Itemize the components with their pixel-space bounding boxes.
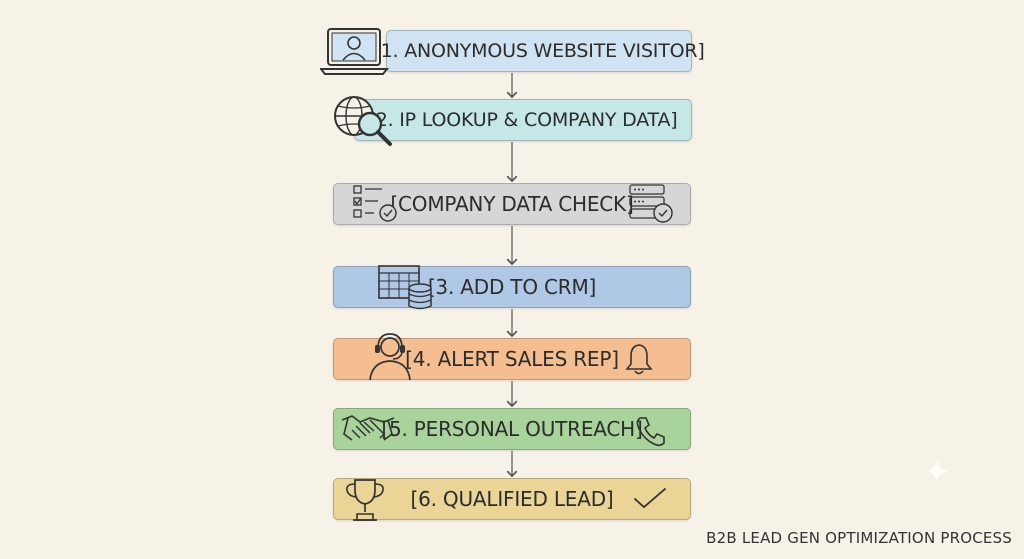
step-anonymous-visitor: [1. ANONYMOUS WEBSITE VISITOR] xyxy=(373,30,705,72)
server-check-icon xyxy=(629,184,673,223)
step-ip-lookup: [2. IP LOOKUP & COMPANY DATA] xyxy=(354,99,692,141)
step-alert-sales-rep: [4. ALERT SALES REP] xyxy=(333,338,691,380)
laptop-user-icon xyxy=(320,28,390,75)
diagram-footer-title: B2B LEAD GEN OPTIMIZATION PROCESS xyxy=(706,529,1012,547)
step-company-data-check: [COMPANY DATA CHECK] xyxy=(333,183,691,225)
bell-icon xyxy=(625,344,653,375)
step-label: [4. ALERT SALES REP] xyxy=(405,347,619,371)
step-label: [6. QUALIFIED LEAD] xyxy=(410,487,614,511)
headset-person-icon xyxy=(369,333,411,381)
checklist-icon xyxy=(353,185,397,222)
phone-icon xyxy=(636,417,665,447)
sparkle-icon xyxy=(925,459,949,483)
spreadsheet-database-icon xyxy=(378,265,432,310)
step-qualified-lead: [6. QUALIFIED LEAD] xyxy=(333,478,691,520)
step-personal-outreach: [5. PERSONAL OUTREACH] xyxy=(333,408,691,450)
checkmark-icon xyxy=(634,488,666,509)
step-label: [COMPANY DATA CHECK] xyxy=(390,192,634,216)
globe-search-icon xyxy=(334,96,392,146)
handshake-icon xyxy=(341,415,395,441)
step-label: [5. PERSONAL OUTREACH] xyxy=(381,417,643,441)
step-label: [3. ADD TO CRM] xyxy=(427,275,597,299)
step-label: [2. IP LOOKUP & COMPANY DATA] xyxy=(368,109,678,131)
trophy-icon xyxy=(346,479,384,521)
step-label: [1. ANONYMOUS WEBSITE VISITOR] xyxy=(373,40,705,62)
